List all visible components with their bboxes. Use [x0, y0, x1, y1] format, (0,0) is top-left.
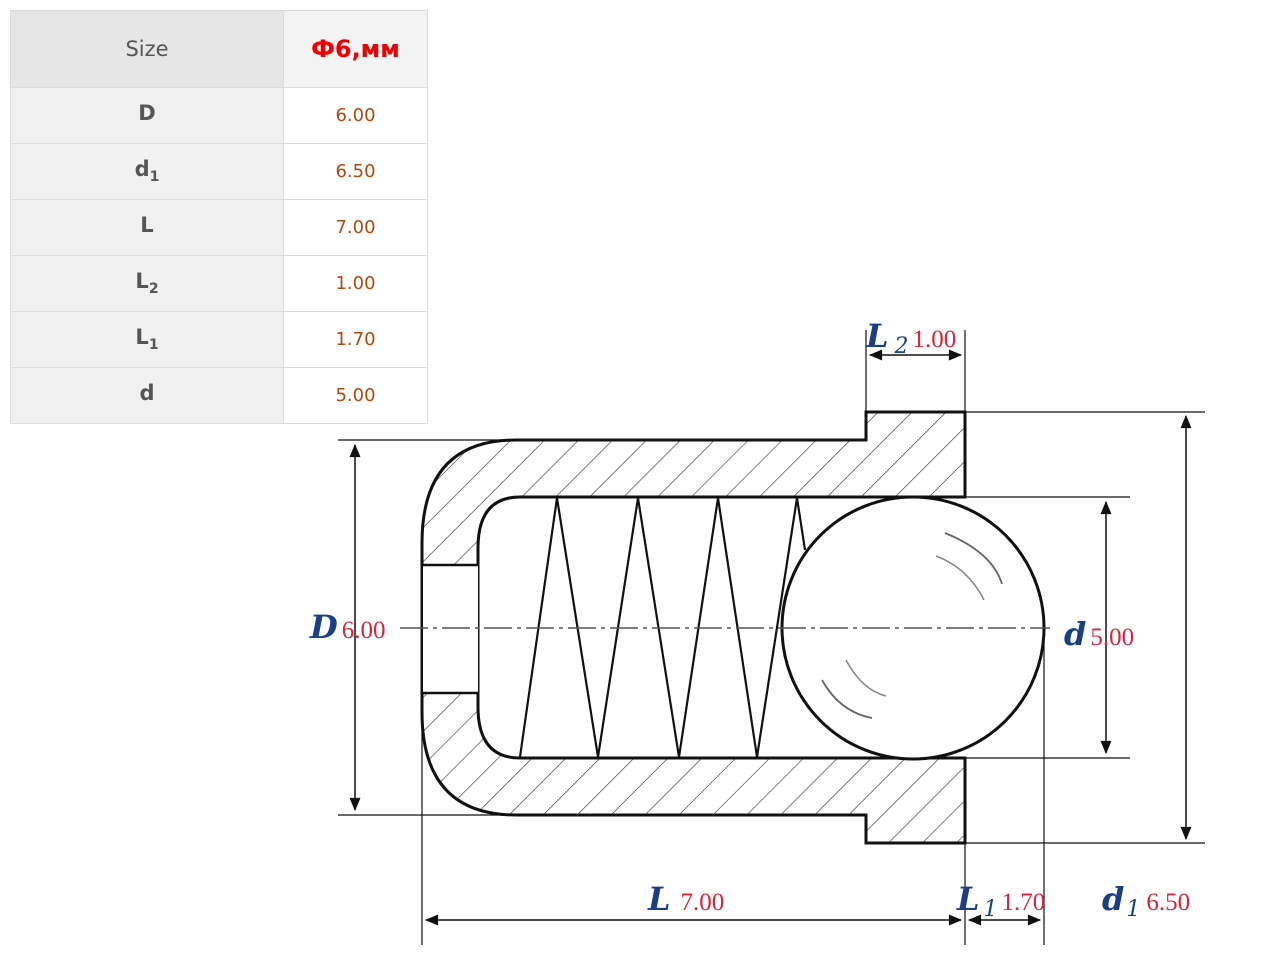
param-label: d: [10, 367, 284, 424]
param-value: 6.00: [283, 87, 428, 144]
param-symbol: L: [140, 213, 154, 238]
param-subscript: 1: [149, 169, 160, 186]
size-header: Size: [10, 10, 284, 88]
param-symbol: D: [138, 101, 156, 126]
extension-lines: [338, 330, 1205, 945]
table-header-row: Size Ф6,мм: [10, 10, 428, 88]
param-symbol: d: [139, 381, 155, 406]
param-value: 5.00: [283, 367, 428, 424]
param-value: 6.50: [283, 143, 428, 200]
param-label: L1: [10, 311, 284, 368]
spec-table: Size Ф6,мм D 6.00 d1 6.50 L 7.00 L2 1.00…: [10, 10, 428, 424]
param-value: 1.00: [283, 255, 428, 312]
spring: [518, 497, 807, 758]
param-symbol: L: [135, 269, 149, 294]
param-value: 7.00: [283, 199, 428, 256]
table-row: d1 6.50: [10, 143, 428, 200]
param-subscript: 1: [148, 337, 159, 354]
dimension-lines: [349, 349, 1192, 926]
param-label: L: [10, 199, 284, 256]
size-header-value: Ф6,мм: [283, 10, 428, 88]
param-symbol: d: [134, 157, 150, 182]
param-symbol: L: [135, 325, 149, 350]
param-value: 1.70: [283, 311, 428, 368]
vent-hole: [423, 565, 478, 693]
table-row: d 5.00: [10, 367, 428, 424]
param-label: L2: [10, 255, 284, 312]
table-row: L1 1.70: [10, 311, 428, 368]
table-row: L2 1.00: [10, 255, 428, 312]
param-subscript: 2: [148, 281, 159, 298]
table-row: L 7.00: [10, 199, 428, 256]
housing-section: [420, 410, 967, 845]
param-label: d1: [10, 143, 284, 200]
